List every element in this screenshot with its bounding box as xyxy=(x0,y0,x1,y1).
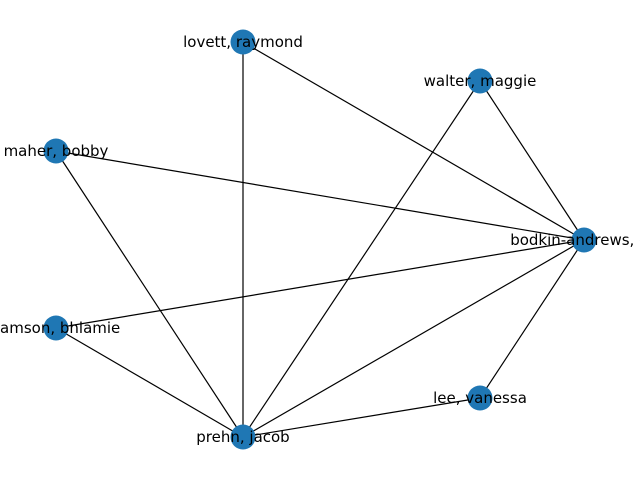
node-maher: maher, bobby xyxy=(4,138,109,164)
node-lovett: lovett, raymond xyxy=(183,29,303,55)
edge-walter-bodkin xyxy=(479,80,585,241)
edge-bodkin-lee xyxy=(479,239,585,399)
edge-lee-prehn xyxy=(242,397,481,438)
node-label-lee: lee, vanessa xyxy=(433,389,527,407)
node-label-maher: maher, bobby xyxy=(4,142,109,160)
edge-bodkin-prehn xyxy=(242,239,585,438)
node-lee: lee, vanessa xyxy=(433,385,527,411)
node-label-walter: walter, maggie xyxy=(424,72,537,90)
edge-williamson-prehn xyxy=(55,327,244,438)
node-circle-lovett xyxy=(230,29,256,55)
node-label-bodkin: bodkin-andrews, ga xyxy=(510,231,640,249)
edge-walter-prehn xyxy=(242,80,481,438)
node-label-lovett: lovett, raymond xyxy=(183,33,303,51)
edge-maher-prehn xyxy=(55,150,244,438)
node-label-prehn: prehn, jacob xyxy=(196,428,289,446)
node-label-williamson: liamson, bhlamie xyxy=(0,319,120,337)
node-bodkin: bodkin-andrews, ga xyxy=(510,227,640,253)
node-prehn: prehn, jacob xyxy=(196,424,290,450)
edge-williamson-bodkin xyxy=(55,239,585,329)
node-walter: walter, maggie xyxy=(424,68,537,94)
edge-lovett-bodkin xyxy=(242,41,585,241)
node-layer: lovett, raymond walter, maggie maher, bobb… xyxy=(0,29,640,450)
edge-layer xyxy=(55,41,585,438)
node-circle-williamson xyxy=(43,315,69,341)
node-williamson: liamson, bhlamie xyxy=(0,315,120,341)
node-circle-bodkin xyxy=(571,227,597,253)
node-circle-maher xyxy=(43,138,69,164)
node-circle-lee xyxy=(467,385,493,411)
node-circle-walter xyxy=(467,68,493,94)
node-circle-prehn xyxy=(230,424,256,450)
edge-maher-bodkin xyxy=(55,150,585,241)
